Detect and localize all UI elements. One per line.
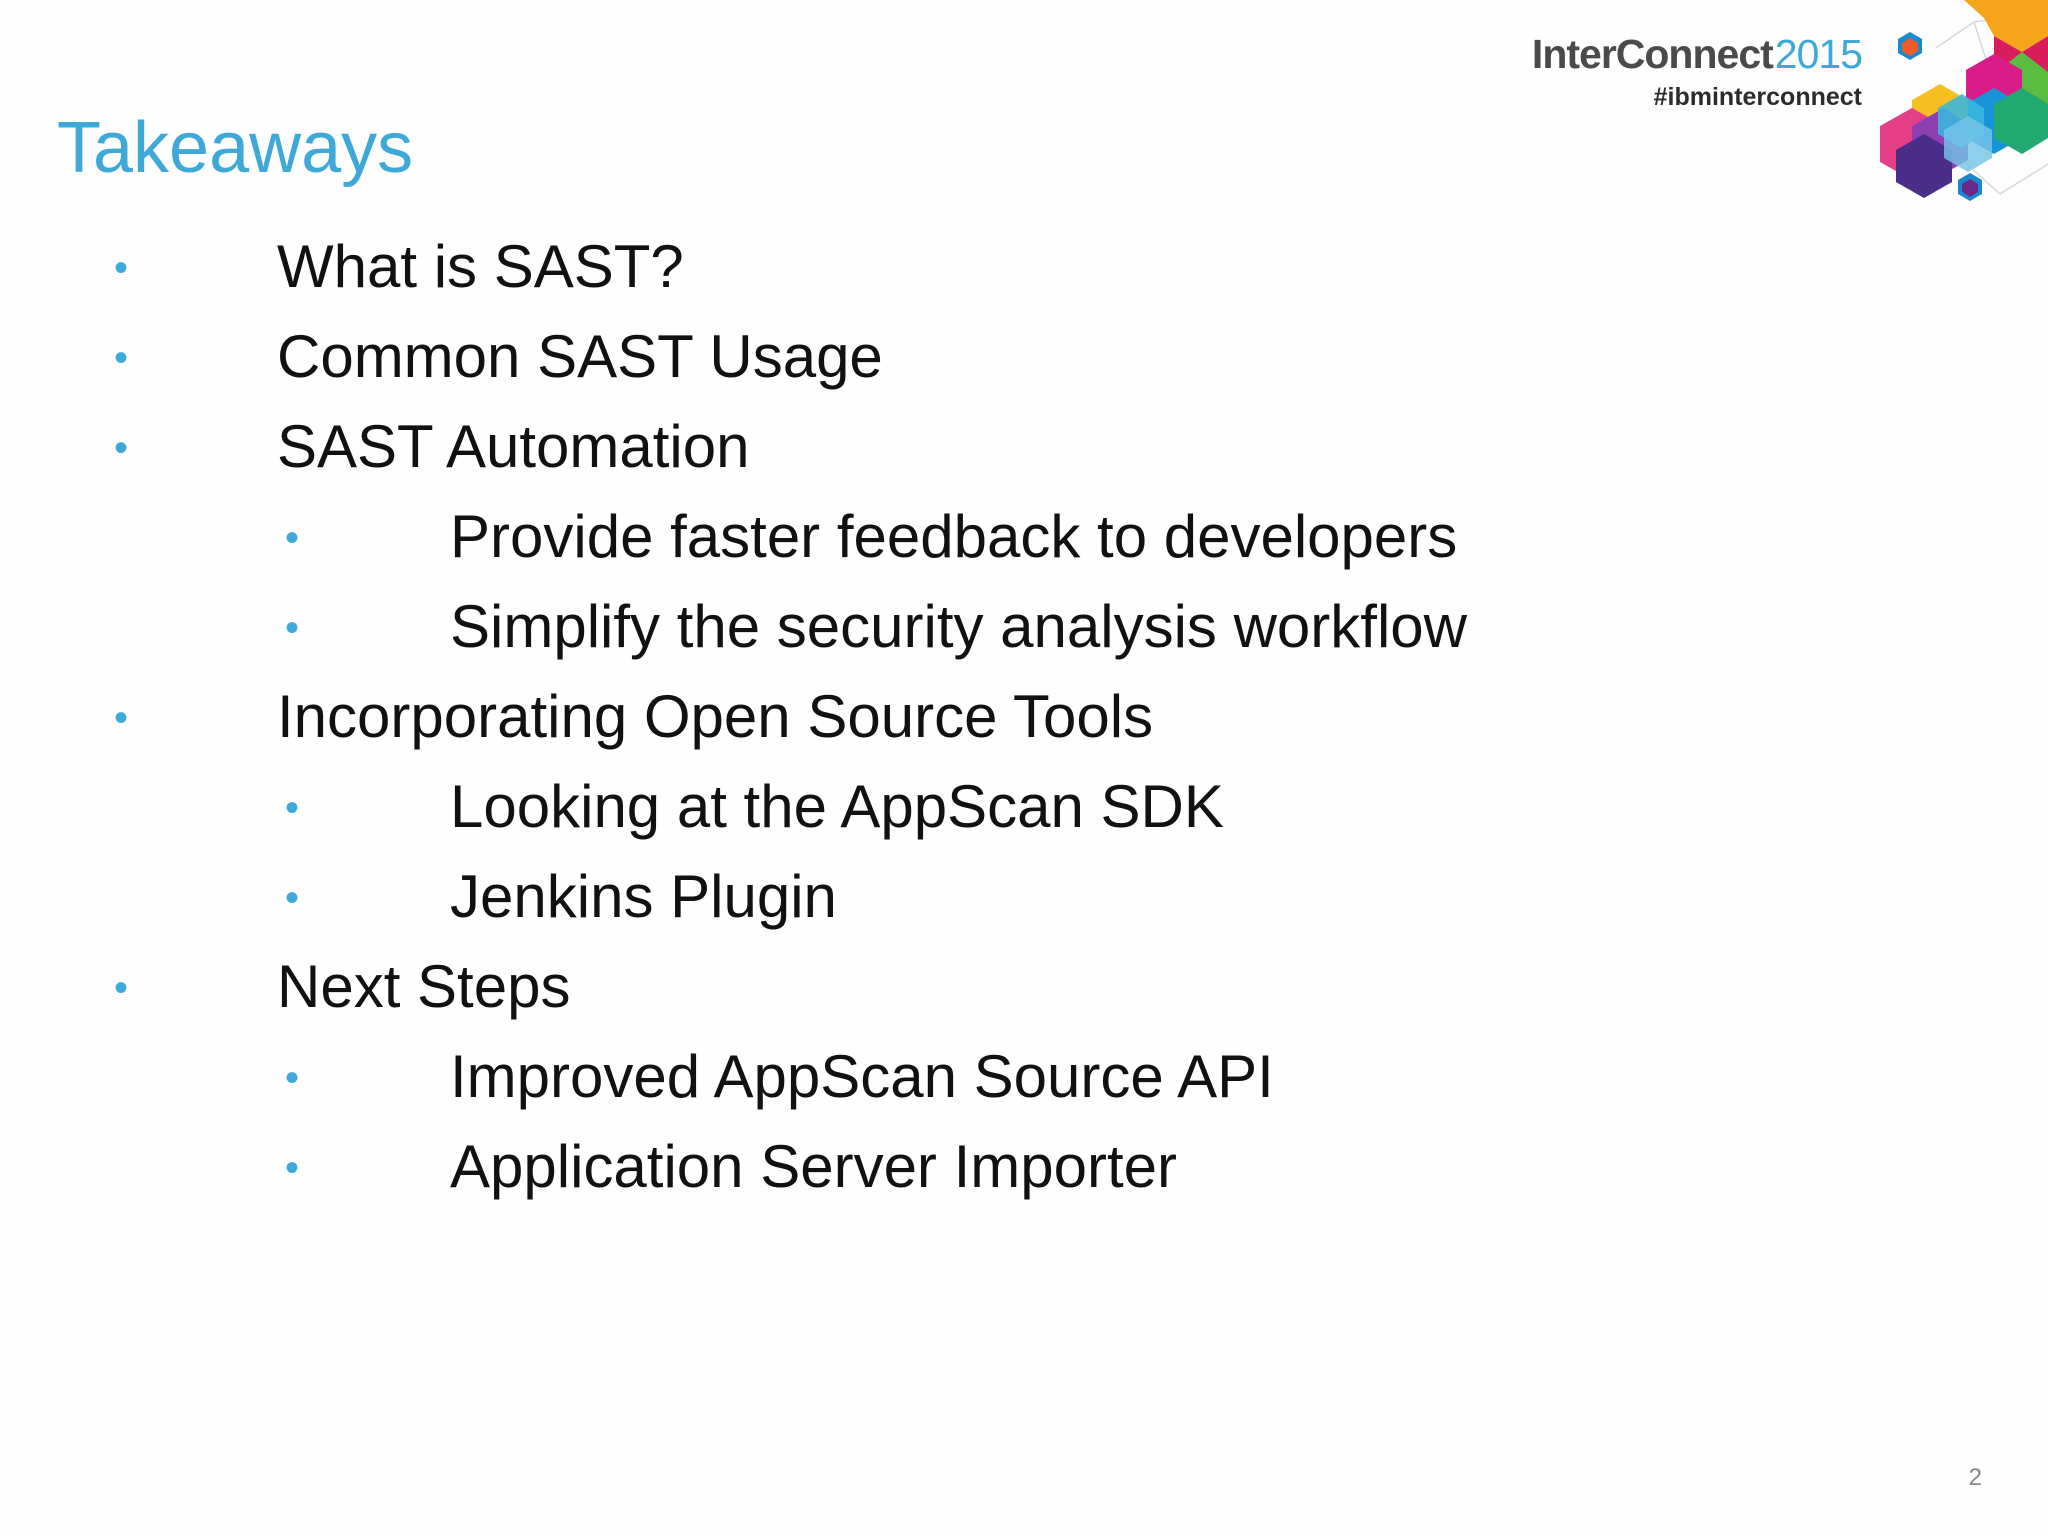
bullet-text: Application Server Importer <box>450 1133 1177 1200</box>
bullet-dot: • <box>114 246 129 290</box>
bullet-text: Looking at the AppScan SDK <box>450 773 1224 840</box>
bullet-dot: • <box>285 876 300 920</box>
bullet-text: Provide faster feedback to developers <box>450 503 1458 570</box>
bullet-dot: • <box>285 786 300 830</box>
bullet-text: Incorporating Open Source Tools <box>277 683 1154 750</box>
bullet-text: Simplify the security analysis workflow <box>450 593 1467 660</box>
bullet-dot: • <box>114 966 129 1010</box>
bullet-text: Next Steps <box>277 953 571 1020</box>
bullet-dot: • <box>285 1146 300 1190</box>
bullet-text: SAST Automation <box>277 413 750 480</box>
event-branding: InterConnect2015 #ibminterconnect <box>1442 31 1863 111</box>
bullet-text: Jenkins Plugin <box>450 863 837 930</box>
bullet-dot: • <box>114 336 129 380</box>
bullet-text: Common SAST Usage <box>277 323 883 390</box>
event-name: InterConnect <box>1531 31 1774 77</box>
bullet-text: Improved AppScan Source API <box>450 1043 1274 1110</box>
bullet-dot: • <box>285 606 300 650</box>
bullet-dot: • <box>285 516 300 560</box>
bullet-dot: • <box>114 426 129 470</box>
event-name-line: InterConnect2015 <box>1442 31 1863 77</box>
bullet-text: What is SAST? <box>277 233 684 300</box>
bullet-dot: • <box>285 1056 300 1100</box>
slide-title: Takeaways <box>57 108 414 188</box>
bullet-dot: • <box>114 696 129 740</box>
page-number: 2 <box>1968 1464 1982 1491</box>
event-hashtag: #ibminterconnect <box>1653 83 1862 111</box>
event-year: 2015 <box>1774 31 1863 77</box>
hexagon-cluster-logo-icon <box>1879 0 2048 201</box>
